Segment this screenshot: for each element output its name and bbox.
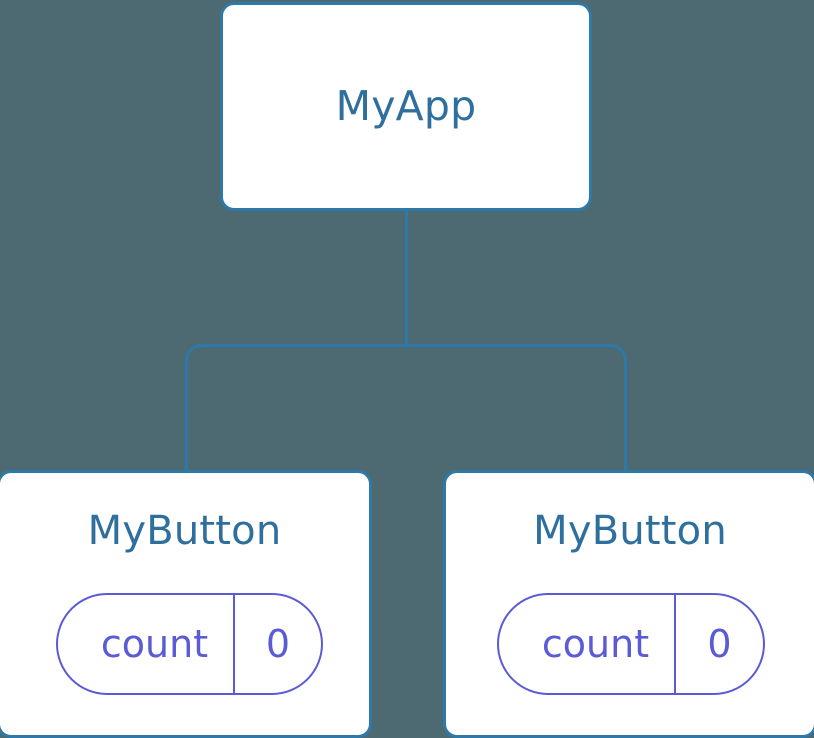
component-node-mybutton-1[interactable]: MyButton count 0 — [0, 470, 372, 738]
component-name-label: MyButton — [533, 508, 727, 554]
state-value-label: 0 — [265, 622, 291, 666]
component-node-myapp[interactable]: MyApp — [220, 2, 592, 211]
state-key-label: count — [541, 622, 650, 666]
state-pill-count[interactable]: count 0 — [56, 593, 323, 695]
component-node-mybutton-2[interactable]: MyButton count 0 — [443, 470, 814, 738]
state-pill-divider — [674, 595, 676, 693]
state-pill-divider — [233, 595, 235, 693]
connector-bus-to-child-right — [406, 344, 627, 471]
component-name-label: MyButton — [87, 508, 282, 554]
state-pill-count[interactable]: count 0 — [497, 593, 765, 695]
component-name-label: MyApp — [335, 82, 477, 130]
state-key-label: count — [100, 622, 209, 666]
connector-bus-to-child-left — [185, 344, 407, 471]
state-value-label: 0 — [707, 622, 732, 666]
